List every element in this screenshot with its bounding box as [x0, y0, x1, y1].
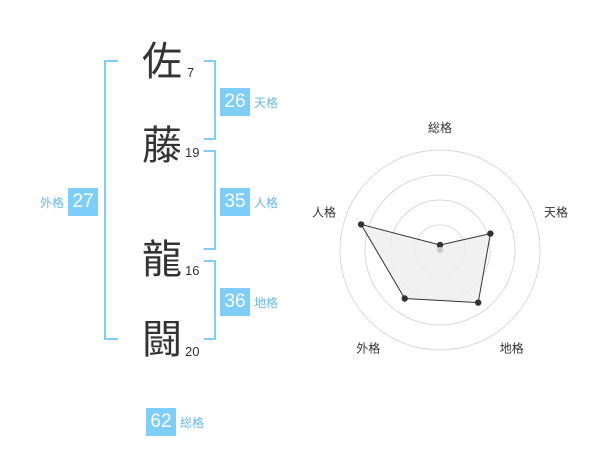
stroke-count-1: 7 — [187, 65, 195, 80]
jinkaku-label: 人格 — [254, 195, 279, 210]
gaikaku-label: 外格 — [40, 195, 65, 210]
name-char-2: 藤 — [142, 123, 182, 169]
chikaku-badge: 36 地格 — [220, 288, 278, 316]
radar-point-2 — [487, 230, 494, 237]
radar-center-dot — [437, 247, 443, 253]
radar-point-5 — [357, 221, 365, 228]
jinkaku-bracket — [204, 150, 216, 250]
tenkaku-value: 26 — [220, 88, 250, 116]
radar-axis-label-5: 人格 — [312, 204, 336, 219]
radar-point-4 — [401, 295, 408, 302]
radar-point-1 — [436, 241, 444, 249]
radar-point-3 — [475, 299, 482, 306]
gaikaku-value: 27 — [68, 188, 99, 216]
radar-ring-4 — [339, 149, 541, 351]
radar-axis-label-3: 地格 — [500, 341, 524, 356]
soukaku-label: 総格 — [180, 415, 205, 430]
radar-data-polygon — [360, 223, 492, 304]
chikaku-value: 36 — [220, 288, 250, 316]
radar-axis-label-1: 総格 — [428, 120, 452, 135]
name-char-4: 闘 — [142, 317, 182, 363]
name-char-3: 龍 — [142, 237, 182, 283]
jinkaku-value: 35 — [220, 188, 250, 216]
tenkaku-bracket — [204, 60, 216, 140]
chikaku-label: 地格 — [254, 295, 279, 310]
soukaku-badge: 62 総格 — [146, 408, 204, 436]
tenkaku-label: 天格 — [254, 95, 279, 110]
stroke-count-4: 20 — [185, 344, 200, 359]
stroke-count-2: 19 — [185, 145, 200, 160]
gaikaku-bracket — [104, 60, 118, 340]
tenkaku-badge: 26 天格 — [220, 88, 278, 116]
chikaku-bracket — [204, 260, 216, 340]
radar-axis-label-4: 外格 — [356, 341, 380, 356]
jinkaku-badge: 35 人格 — [220, 188, 278, 216]
radar-points — [357, 221, 494, 306]
name-char-1: 佐 — [142, 39, 182, 85]
gaikaku-badge: 外格 27 — [40, 188, 99, 216]
soukaku-value: 62 — [146, 408, 176, 436]
stroke-count-3: 16 — [185, 263, 200, 278]
radar-axis-label-2: 天格 — [544, 204, 568, 219]
radar-ring-3 — [364, 174, 516, 326]
